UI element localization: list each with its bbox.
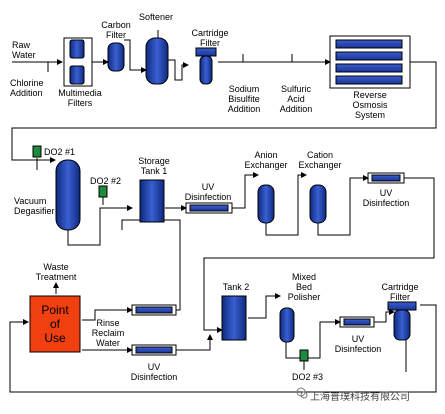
cation-exchanger <box>309 184 327 224</box>
anion-exchanger-label: Anion Exchanger <box>244 150 288 170</box>
sulfuric-acid-label: Sulfuric Acid Addition <box>279 84 313 114</box>
cation-exchanger-label: Cation Exchanger <box>298 150 342 170</box>
point-of-use <box>29 295 81 353</box>
anion-exchanger <box>257 184 275 224</box>
do2-1-label: DO2 #1 <box>44 147 76 157</box>
softener <box>145 37 169 85</box>
chlorine-addition-label: Chlorine Addition <box>10 78 44 98</box>
carbon-filter <box>107 42 125 72</box>
rinse-reclaim-water-label: Rinse Reclaim Water <box>91 318 125 348</box>
cartridge-filter-top <box>195 47 217 85</box>
storage-tank-1 <box>139 179 165 223</box>
do2-sensor-1 <box>32 145 42 158</box>
point-of-use-label: Point of Use <box>41 303 69 345</box>
carbon-filter-label: Carbon Filter <box>101 20 131 40</box>
tank-2-label: Tank 2 <box>222 282 250 292</box>
tank-2 <box>221 295 247 341</box>
uv-disinfection-3-label: UV Disinfection <box>130 362 178 382</box>
uv-unit-1 <box>185 202 233 214</box>
do2-2-label: DO2 #2 <box>90 176 122 186</box>
mixed-bed-polisher-label: Mixed Bed Polisher <box>287 272 321 302</box>
uv-disinfection-1-label: UV Disinfection <box>184 182 232 202</box>
wechat-icon <box>296 387 308 399</box>
uv-unit-4 <box>339 316 375 328</box>
uv-unit-3a <box>131 304 177 316</box>
reverse-osmosis-system <box>329 35 411 89</box>
sodium-bisulfite-label: Sodium Bisulfite Addition <box>227 84 261 114</box>
mixed-bed-polisher <box>279 307 295 343</box>
multimedia-filters-label: Multimedia Filters <box>58 88 102 108</box>
softener-label: Softener <box>138 12 174 22</box>
cartridge-filter-bottom <box>387 301 417 341</box>
waste-treatment-label: Waste Treatment <box>35 262 77 282</box>
raw-water-label: Raw Water <box>12 40 36 60</box>
uv-disinfection-4-label: UV Disinfection <box>334 334 382 354</box>
cartridge-filter-bottom-label: Cartridge Filter <box>381 282 419 302</box>
uv-disinfection-2-label: UV Disinfection <box>362 188 410 208</box>
do2-3-label: DO2 #3 <box>292 372 324 382</box>
uv-unit-2 <box>367 172 405 184</box>
cartridge-filter-top-label: Cartridge Filter <box>191 28 229 48</box>
vacuum-degasifier <box>55 159 81 231</box>
storage-tank-1-label: Storage Tank 1 <box>138 156 170 176</box>
vacuum-degasifier-label: Vacuum Degasifier <box>14 196 55 216</box>
do2-sensor-2 <box>98 185 108 198</box>
multimedia-filters <box>63 37 93 87</box>
reverse-osmosis-label: Reverse Osmosis System <box>352 90 388 120</box>
watermark: 上海普璞科技有限公司 <box>310 392 410 403</box>
uv-unit-3b <box>131 344 177 356</box>
do2-sensor-3 <box>299 349 309 362</box>
